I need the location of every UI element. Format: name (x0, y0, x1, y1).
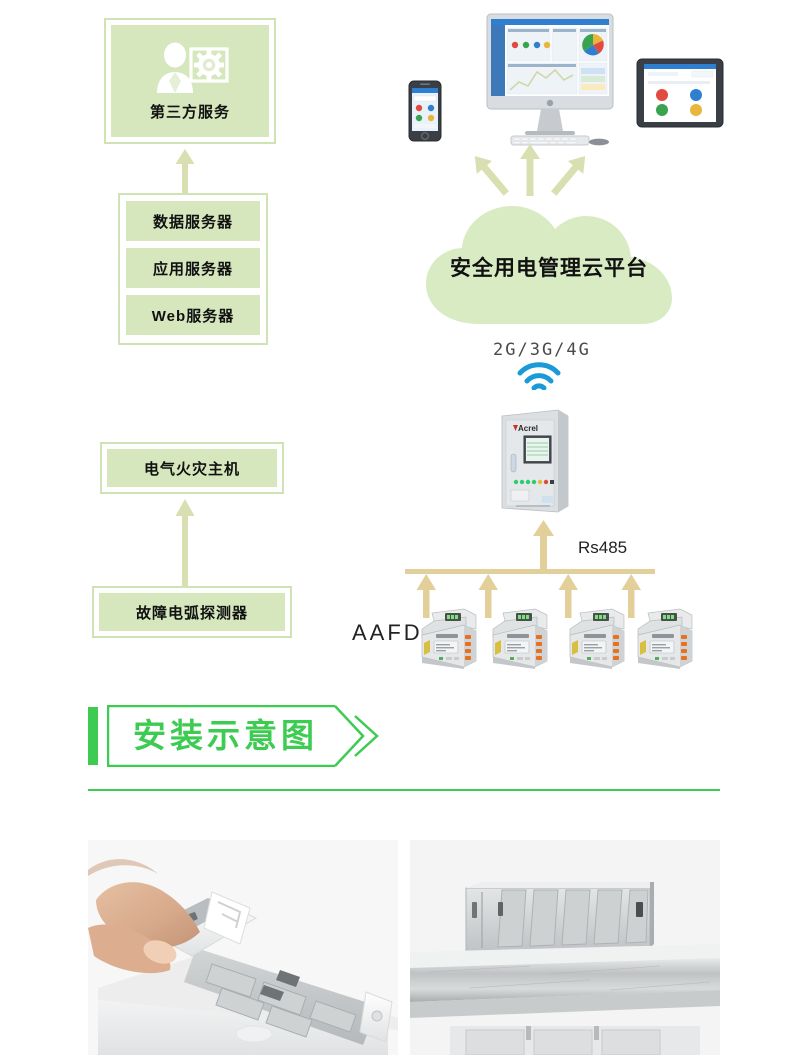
photo-hand-installing-module (88, 840, 398, 1055)
rs485-label: Rs485 (578, 538, 628, 557)
server-stack-box: 数据服务器 应用服务器 Web服务器 (118, 193, 268, 345)
aafd-device (636, 607, 698, 674)
network-label: 2G/3G/4G (493, 340, 591, 360)
cloud-to-terminals-arrows (474, 144, 586, 196)
server-row-data: 数据服务器 (126, 201, 260, 241)
section-banner: 安装示意图 (88, 705, 388, 767)
smartphone-icon (408, 80, 442, 142)
control-cabinet-icon: Acrel (501, 409, 569, 513)
third-party-service-box: 第三方服务 (104, 18, 276, 144)
arc-detector-box: 故障电弧探测器 (92, 586, 292, 638)
banner-accent-bar (88, 707, 98, 765)
rs485-bus (405, 520, 655, 618)
aafd-device (420, 607, 482, 674)
cloud-platform: 安全用电管理云平台 (418, 196, 680, 334)
server-label-data: 数据服务器 (152, 213, 233, 231)
wifi-icon (517, 362, 561, 390)
fire-host-box: 电气火灾主机 (100, 442, 284, 494)
server-row-web: Web服务器 (126, 295, 260, 335)
aafd-device-row (420, 607, 693, 669)
svg-text:Acrel: Acrel (518, 424, 538, 433)
server-row-app: 应用服务器 (126, 248, 260, 288)
section-divider-rule (88, 789, 720, 791)
aafd-device (568, 607, 630, 674)
person-with-gear-screen-icon (157, 42, 229, 93)
third-party-service-label: 第三方服务 (149, 103, 230, 121)
arc-detector-label: 故障电弧探测器 (135, 604, 248, 622)
banner-frame-icon (107, 705, 379, 767)
terminal-devices-group (400, 8, 730, 148)
fire-host-label: 电气火灾主机 (143, 460, 240, 478)
aafd-device (491, 607, 553, 674)
server-label-app: 应用服务器 (152, 260, 233, 278)
server-label-web: Web服务器 (151, 307, 235, 325)
cloud-label: 安全用电管理云平台 (450, 257, 648, 280)
tablet-icon (636, 58, 724, 128)
servers-to-third-party-arrow (175, 149, 195, 194)
detector-to-host-arrow (175, 499, 195, 588)
section-title: 安装示意图 (133, 717, 318, 754)
aafd-label: AAFD (352, 620, 423, 645)
desktop-monitor-icon (486, 13, 614, 146)
photo-din-rail-mounted-module (410, 840, 720, 1055)
